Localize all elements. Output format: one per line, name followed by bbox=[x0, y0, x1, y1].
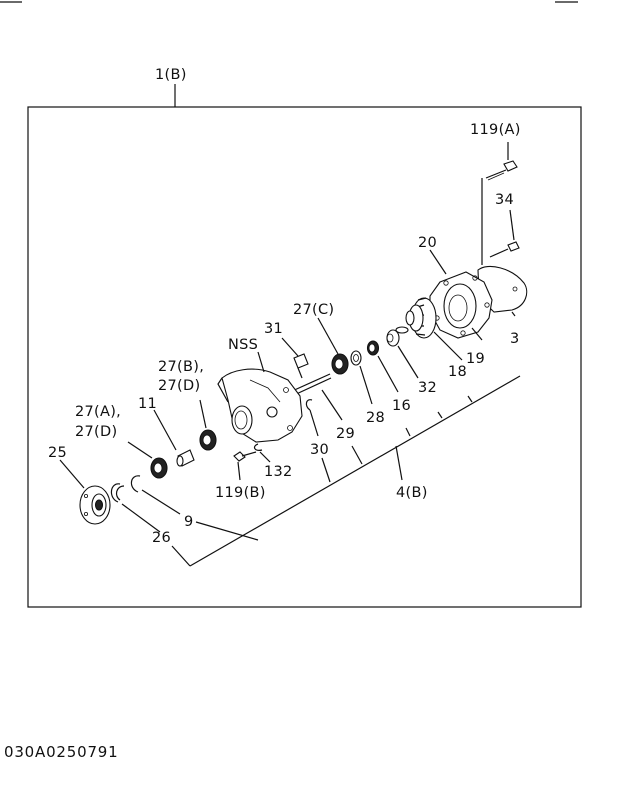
callout-nss: NSS bbox=[228, 337, 258, 353]
callout-119a: 119(A) bbox=[470, 122, 521, 138]
leader-lines bbox=[59, 142, 521, 567]
callout-29: 29 bbox=[336, 426, 355, 442]
washer-28 bbox=[350, 350, 362, 366]
pump-body-nss bbox=[217, 368, 303, 443]
spacer-11 bbox=[176, 449, 195, 467]
shaft-29 bbox=[289, 373, 332, 397]
drawing-code: 030A0250791 bbox=[4, 743, 119, 761]
callout-16: 16 bbox=[392, 398, 411, 414]
callout-27d-upper: 27(D) bbox=[158, 378, 200, 394]
callout-19: 19 bbox=[466, 351, 485, 367]
callout-132: 132 bbox=[264, 464, 293, 480]
bolt-34 bbox=[489, 241, 520, 258]
callout-11: 11 bbox=[138, 396, 157, 412]
callout-34: 34 bbox=[495, 192, 514, 208]
housing-plate-20 bbox=[429, 271, 493, 339]
ring-26 bbox=[110, 483, 125, 503]
callout-20: 20 bbox=[418, 235, 437, 251]
callout-27a: 27(A), bbox=[75, 404, 121, 420]
diagram-frame bbox=[27, 106, 582, 608]
assembly-label: 1(B) bbox=[155, 67, 187, 83]
callout-31: 31 bbox=[264, 321, 283, 337]
callout-119b: 119(B) bbox=[215, 485, 266, 501]
seal-32 bbox=[386, 329, 400, 347]
callout-32: 32 bbox=[418, 380, 437, 396]
hub-25 bbox=[79, 485, 111, 525]
callout-4b: 4(B) bbox=[396, 485, 428, 501]
snap-ring-9 bbox=[130, 475, 141, 493]
callout-26: 26 bbox=[152, 530, 171, 546]
callout-27d-lower: 27(D) bbox=[75, 424, 117, 440]
impeller-18 bbox=[395, 297, 437, 339]
bearing-27b bbox=[199, 429, 217, 451]
snap-ring-30 bbox=[305, 399, 313, 411]
callout-30: 30 bbox=[310, 442, 329, 458]
callout-18: 18 bbox=[448, 364, 467, 380]
bearing-27a bbox=[150, 457, 168, 479]
callout-27b: 27(B), bbox=[158, 359, 204, 375]
callout-27c: 27(C) bbox=[293, 302, 334, 318]
fitting-31 bbox=[293, 353, 309, 379]
bolt-119b bbox=[233, 451, 257, 462]
callout-9: 9 bbox=[184, 514, 194, 530]
bearing-27c bbox=[331, 353, 349, 375]
clip-132 bbox=[253, 443, 263, 451]
callout-25: 25 bbox=[48, 445, 67, 461]
callout-3: 3 bbox=[510, 331, 520, 347]
callout-28: 28 bbox=[366, 410, 385, 426]
bolt-119a bbox=[485, 160, 518, 181]
